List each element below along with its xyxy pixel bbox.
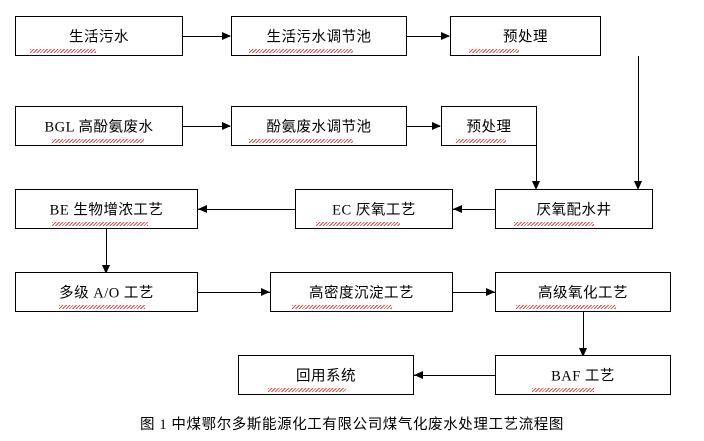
edge-high-density-to-advanced-oxidation [453, 292, 495, 293]
arrowhead [578, 348, 587, 357]
edge-phenol-regulating-tank-to-pretreatment [407, 126, 440, 127]
node-label: 厌氧配水井 [536, 202, 612, 218]
arrowhead [531, 181, 540, 190]
node-label: 高级氧化工艺 [538, 285, 628, 301]
node-domestic-sewage-regulating-tank: 生活污水调节池 [231, 16, 407, 56]
node-label: BGL 高酚氨废水 [44, 119, 154, 135]
spellcheck-underline [249, 49, 353, 53]
node-label: BE 生物增浓工艺 [49, 202, 164, 218]
arrowhead [453, 204, 462, 213]
spellcheck-underline [59, 305, 145, 309]
arrowhead [198, 204, 207, 213]
edge-bgl-to-phenol-regulating-tank [183, 126, 230, 127]
node-label: 生活污水调节池 [266, 29, 372, 45]
edge-pretreatment-top-to-anaerobic-well [638, 56, 639, 187]
edge-advanced-oxidation-to-baf [583, 312, 584, 354]
spellcheck-underline [516, 305, 616, 309]
node-label: 多级 A/O 工艺 [59, 285, 154, 301]
spellcheck-underline [292, 305, 392, 309]
arrowhead [222, 121, 231, 130]
node-label: 生活污水 [69, 29, 129, 45]
spellcheck-underline [532, 388, 594, 392]
edge-regulating-tank-to-pretreatment [407, 36, 449, 37]
edge-pretreatment-mid-to-anaerobic-well [536, 146, 537, 187]
edge-anaerobic-well-to-ec [453, 209, 495, 210]
node-label: 预处理 [503, 29, 548, 45]
edge-ec-to-be [198, 209, 295, 210]
arrowhead [101, 265, 110, 274]
spellcheck-underline [249, 139, 353, 143]
spellcheck-underline [456, 139, 506, 143]
node-label: BAF 工艺 [551, 368, 615, 384]
node-bgl-high-phenol-ammonia-wastewater: BGL 高酚氨废水 [15, 106, 183, 146]
spellcheck-underline [52, 139, 144, 143]
node-label: 高密度沉淀工艺 [309, 285, 414, 301]
node-label: 回用系统 [296, 368, 356, 384]
arrowhead [414, 370, 423, 379]
node-label: 预处理 [466, 119, 512, 135]
arrowhead [441, 31, 450, 40]
arrowhead [486, 287, 495, 296]
spellcheck-underline [268, 388, 346, 392]
spellcheck-underline [30, 49, 96, 53]
arrowhead [261, 287, 270, 296]
spellcheck-underline [52, 222, 148, 226]
edge-domestic-to-regulating-tank [183, 36, 230, 37]
spellcheck-underline [469, 49, 519, 53]
edge-multistage-ao-to-high-density [198, 292, 270, 293]
spellcheck-underline [316, 222, 400, 226]
arrowhead [222, 31, 231, 40]
edge-be-to-multistage-ao [106, 229, 107, 271]
arrowhead [633, 181, 642, 190]
figure-caption: 图 1 中煤鄂尔多斯能源化工有限公司煤气化废水处理工艺流程图 [140, 417, 564, 433]
arrowhead [432, 121, 441, 130]
spellcheck-underline [514, 222, 594, 226]
node-label: EC 厌氧工艺 [332, 202, 416, 218]
edge-baf-to-reuse-system [414, 375, 495, 376]
node-label: 酚氨废水调节池 [266, 119, 372, 135]
